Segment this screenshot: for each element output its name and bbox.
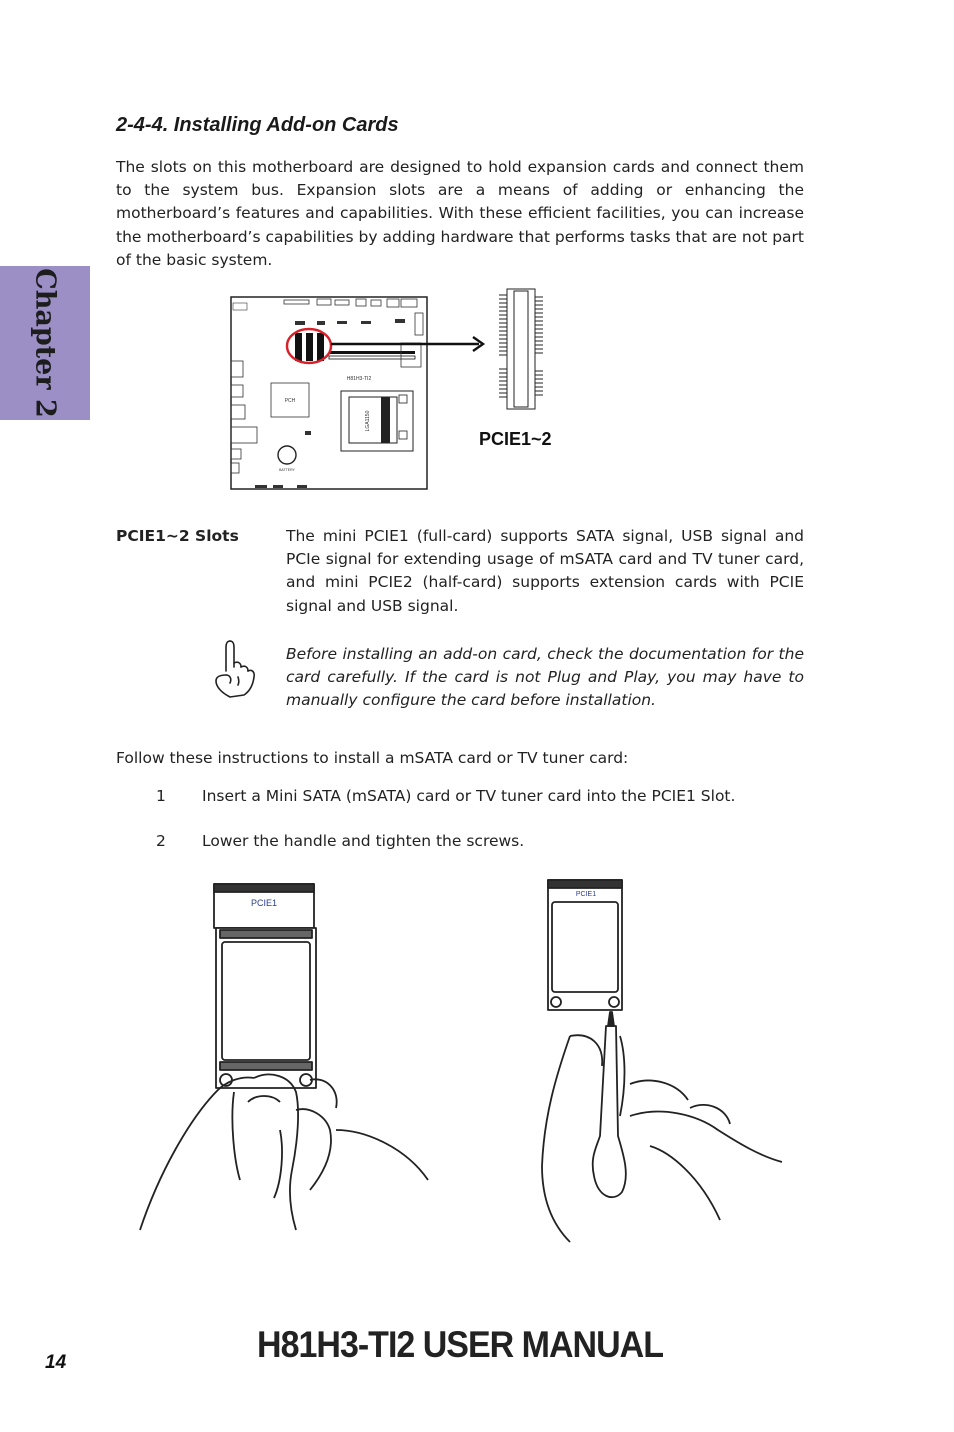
insert-card-illustration: PCIE1 (139, 883, 429, 1231)
step-number: 1 (156, 787, 166, 805)
note-text: Before installing an add-on card, check … (286, 645, 804, 710)
slots-description: The mini PCIE1 (full-card) supports SATA… (286, 527, 804, 615)
chapter-tab: Chapter 2 (0, 266, 90, 420)
step-number: 2 (156, 832, 166, 850)
step-text: Insert a Mini SATA (mSATA) card or TV tu… (202, 787, 736, 805)
manual-title: H81H3-TI2 USER MANUAL (257, 1324, 664, 1366)
intro-paragraph: The slots on this motherboard are design… (116, 158, 804, 269)
slots-label: PCIE1~2 Slots (116, 527, 239, 545)
tighten-screws-illustration: PCIE1 (541, 879, 783, 1243)
section-title: 2-4-4. Installing Add-on Cards (116, 114, 399, 136)
pch-label: PCH (285, 398, 296, 404)
pcie-callout-label: PCIE1~2 (479, 429, 552, 449)
motherboard-diagram: H81H3-TI2 PCH LGA1150 BATTERY (230, 288, 552, 490)
battery-label: BATTERY (279, 468, 295, 472)
pointing-hand-icon (215, 640, 255, 698)
socket-label: LGA1150 (365, 410, 371, 431)
right-slot-label: PCIE1 (576, 891, 596, 898)
step-text: Lower the handle and tighten the screws. (202, 832, 525, 850)
instructions-intro: Follow these instructions to install a m… (116, 749, 629, 767)
board-name-label: H81H3-TI2 (347, 376, 372, 382)
page-number: 14 (45, 1352, 67, 1373)
left-slot-label: PCIE1 (251, 898, 277, 908)
chapter-tab-label: Chapter 2 (29, 268, 61, 418)
